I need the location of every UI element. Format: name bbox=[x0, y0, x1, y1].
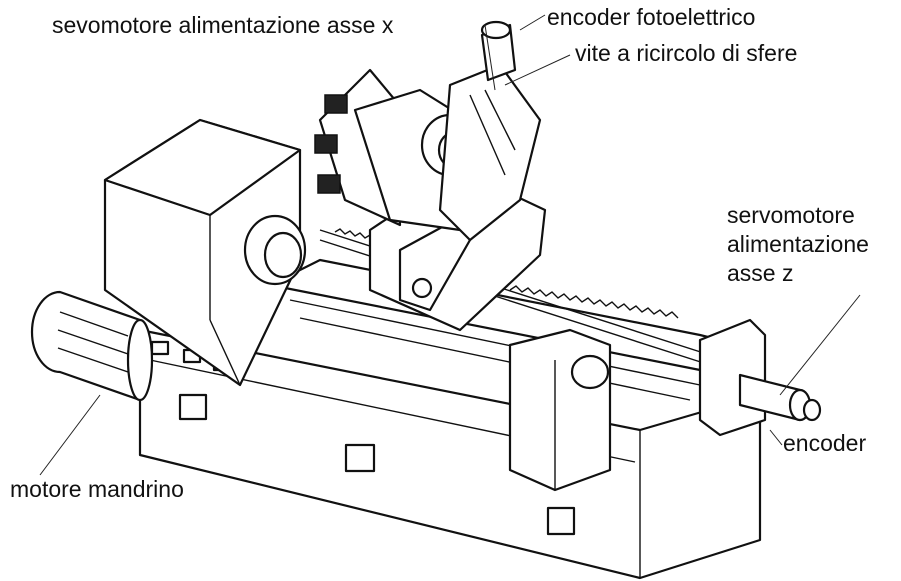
spindle-motor bbox=[30, 290, 154, 402]
label-encoder: encoder bbox=[783, 430, 867, 456]
carriage-turret bbox=[314, 63, 547, 332]
label-spindle-motor: motore mandrino bbox=[10, 476, 184, 502]
tailstock bbox=[508, 328, 612, 492]
label-ball-screw: vite a ricircolo di sfere bbox=[575, 40, 798, 66]
z-axis-end bbox=[698, 318, 822, 437]
photo-encoder bbox=[480, 20, 517, 82]
headstock bbox=[103, 118, 307, 387]
label-z-axis-servo: servomotore alimentazione asse z bbox=[727, 202, 869, 286]
label-x-axis-servo: sevomotore alimentazione asse x bbox=[52, 12, 394, 38]
leader-lines bbox=[39, 14, 861, 476]
label-photo-encoder: encoder fotoelettrico bbox=[547, 4, 756, 30]
